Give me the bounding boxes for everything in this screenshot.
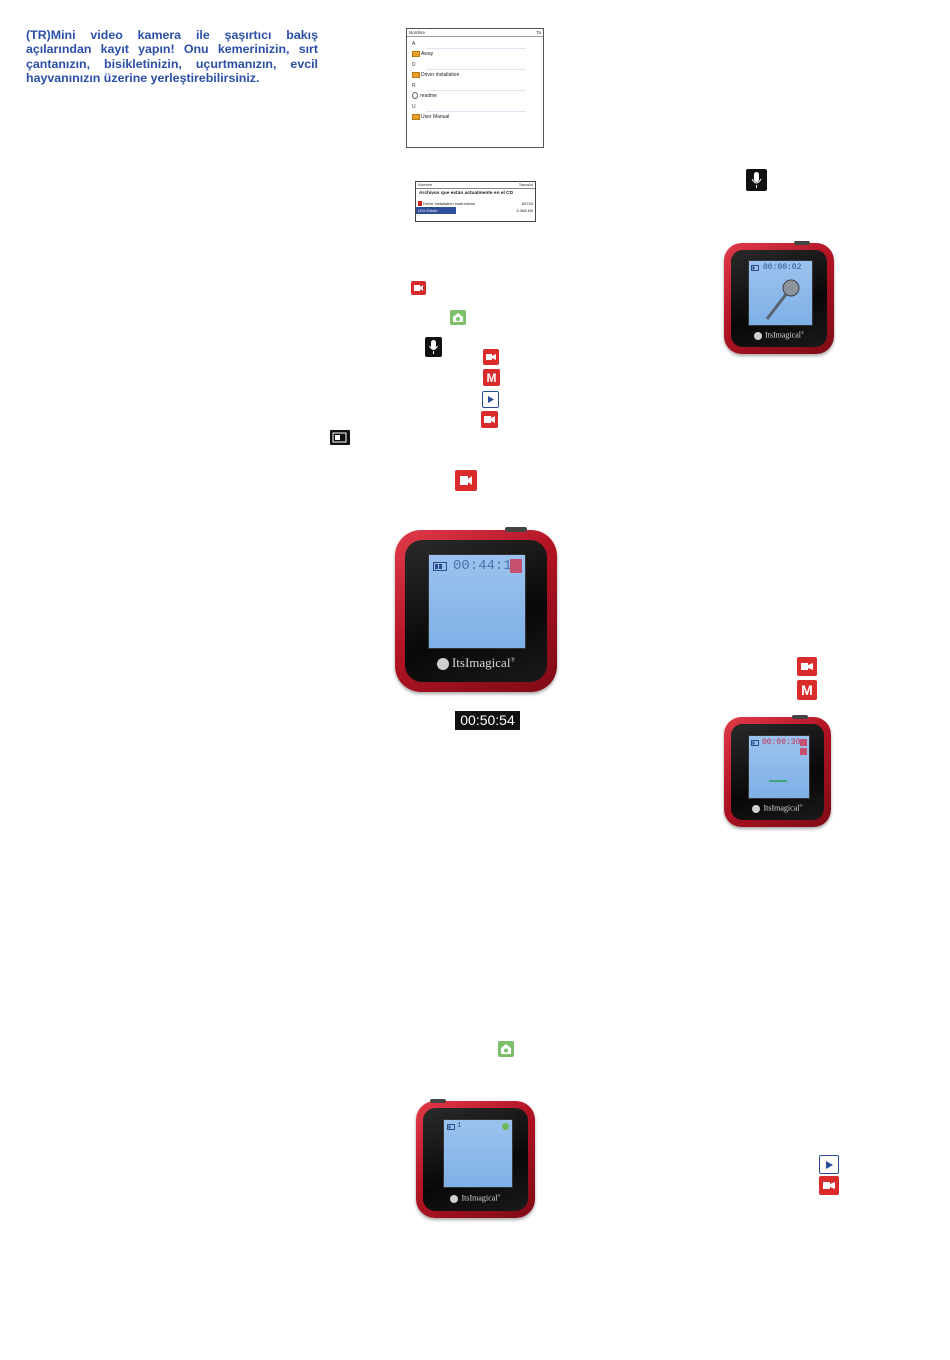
camera-device-large: 00:44:14 ItsImagical® xyxy=(395,527,557,692)
pdf-icon xyxy=(418,201,422,207)
brand-mark: ® xyxy=(497,1193,501,1198)
video-mode-icon xyxy=(510,559,522,573)
video-mode-icon xyxy=(483,349,499,365)
archive-row-size: 60743 xyxy=(521,201,533,206)
video-mode-icon xyxy=(481,411,498,428)
file-browser-col-name: Nombre xyxy=(409,30,426,35)
video-mode-icon xyxy=(411,281,426,295)
brand-logo: ItsImagical® xyxy=(731,330,827,340)
file-row-label: Away xyxy=(421,50,434,57)
video-mode-icon xyxy=(455,470,477,491)
brand-mark: ® xyxy=(800,330,805,335)
folder-icon xyxy=(412,71,420,78)
file-row[interactable]: User Manual xyxy=(412,113,538,120)
divider xyxy=(426,69,526,70)
folder-icon xyxy=(412,113,420,120)
battery-icon xyxy=(751,740,759,746)
microphone-mode-icon xyxy=(425,337,442,357)
brand-logo: ItsImagical® xyxy=(423,1193,528,1203)
microphone-mode-icon xyxy=(746,169,767,191)
camera-mode-icon xyxy=(450,310,466,325)
play-icon xyxy=(819,1155,839,1174)
file-row[interactable]: readme xyxy=(412,92,538,99)
camera-device-video: 00:00:30 ItsImagical® xyxy=(724,715,831,827)
file-browser-header: Nombre Ta xyxy=(407,29,543,37)
archive-header: Nombre Tamaño xyxy=(416,182,535,189)
brand-name: ItsImagical xyxy=(451,655,511,670)
camera-mode-icon xyxy=(502,1123,509,1130)
brand-name: ItsImagical xyxy=(461,1193,498,1203)
device-button xyxy=(505,527,527,532)
camera-device-photo: 1 ItsImagical® xyxy=(416,1099,535,1218)
divider xyxy=(426,90,526,91)
group-letter: A xyxy=(412,41,416,47)
device-screen: 00:00:02 xyxy=(748,260,813,326)
divider xyxy=(426,48,526,49)
brand-logo: ItsImagical® xyxy=(405,655,547,671)
archive-row-label: Driver installation instructions xyxy=(423,201,476,206)
device-face: 00:00:30 ItsImagical® xyxy=(731,724,824,820)
video-mode-icon xyxy=(819,1176,839,1195)
file-row-label: User Manual xyxy=(421,113,450,120)
memory-card-letter: M xyxy=(486,370,497,385)
device-button xyxy=(430,1099,446,1103)
battery-icon xyxy=(330,430,350,445)
archive-panel: Nombre Tamaño Archivos que están actualm… xyxy=(415,181,536,222)
video-mode-icon xyxy=(797,657,817,676)
camera-mode-icon xyxy=(498,1041,514,1057)
camera-device-mic: 00:00:02 ItsImagical® xyxy=(724,241,834,354)
device-face: 00:44:14 ItsImagical® xyxy=(405,540,547,682)
divider xyxy=(426,111,526,112)
folder-icon xyxy=(412,50,420,57)
file-browser-col-size: Ta xyxy=(536,30,541,35)
battery-icon xyxy=(751,265,759,271)
progress-indicator xyxy=(769,780,787,782)
microphone-icon xyxy=(765,279,800,320)
archive-row-size: 5.368 KB xyxy=(516,208,533,213)
archive-row-label: LEX-Driver xyxy=(418,208,438,213)
device-face: 1 ItsImagical® xyxy=(423,1108,528,1211)
archive-col-size: Tamaño xyxy=(518,182,533,187)
device-screen: 1 xyxy=(443,1119,513,1188)
battery-icon xyxy=(433,562,447,571)
timer-display: 00:50:54 xyxy=(455,711,520,730)
group-letter: D xyxy=(412,62,416,68)
device-time: 00:44:14 xyxy=(453,558,521,574)
memory-card-icon: M xyxy=(797,680,817,700)
brand-logo: ItsImagical® xyxy=(731,803,824,813)
file-browser-panel: Nombre Ta A Away D Driver installation R… xyxy=(406,28,544,148)
group-letter: U xyxy=(412,104,416,110)
group-letter: R xyxy=(412,83,416,89)
photo-counter: 1 xyxy=(457,1122,462,1130)
video-mode-icon xyxy=(800,739,807,746)
device-screen: 00:00:30 xyxy=(748,735,810,799)
device-face: 00:00:02 ItsImagical® xyxy=(731,250,827,347)
intro-paragraph: (TR)Mini video kamera ile şaşırtıcı bakı… xyxy=(26,28,318,86)
brand-name: ItsImagical xyxy=(763,803,800,813)
device-time: 00:00:02 xyxy=(763,263,802,272)
file-row-label: readme xyxy=(420,92,437,99)
device-screen: 00:44:14 xyxy=(428,554,526,649)
device-button xyxy=(792,715,808,719)
battery-icon xyxy=(447,1124,455,1130)
file-row-label: Driver installation xyxy=(421,71,460,78)
brand-name: ItsImagical xyxy=(764,330,801,340)
archive-row[interactable]: Driver installation instructions 60743 xyxy=(416,200,535,207)
file-row[interactable]: Away xyxy=(412,50,538,57)
device-time: 00:00:30 xyxy=(762,738,801,747)
archive-col-name: Nombre xyxy=(418,182,433,187)
document-icon xyxy=(412,92,418,99)
brand-mark: ® xyxy=(799,803,803,808)
play-icon xyxy=(482,391,499,408)
archive-title: Archivos que están actualmente en el CD xyxy=(419,191,514,196)
memory-card-letter: M xyxy=(801,682,813,698)
memory-card-icon: M xyxy=(483,369,500,386)
archive-row-selected[interactable]: LEX-Driver xyxy=(416,207,456,214)
device-button xyxy=(794,241,810,245)
file-row[interactable]: Driver installation xyxy=(412,71,538,78)
memory-card-icon xyxy=(800,748,807,755)
brand-mark: ® xyxy=(510,657,516,664)
